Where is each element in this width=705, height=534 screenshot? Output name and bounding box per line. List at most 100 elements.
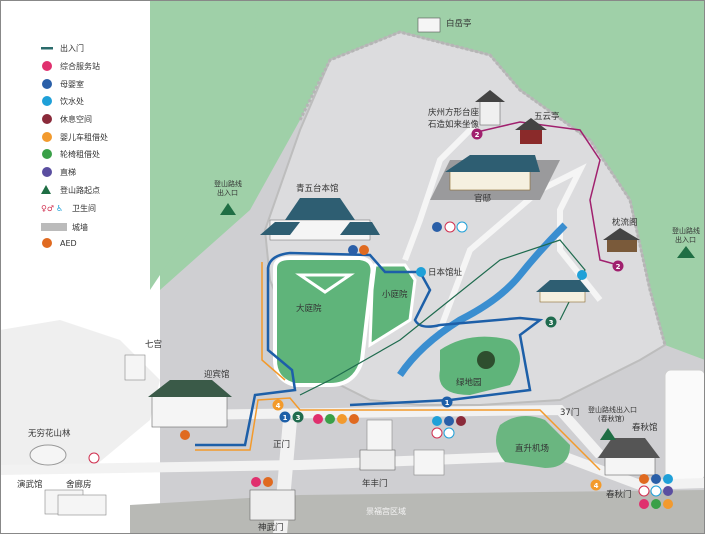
svg-text:4: 4 bbox=[276, 402, 281, 410]
label-heliport: 直升机场 bbox=[515, 443, 549, 454]
stroller-icon[interactable] bbox=[663, 499, 673, 509]
restroom-icon[interactable] bbox=[444, 221, 456, 233]
water-fountain-icon[interactable] bbox=[432, 416, 442, 426]
route-marker-2[interactable]: 2 bbox=[612, 260, 624, 272]
nursing-room-icon[interactable] bbox=[444, 416, 454, 426]
label-trail-left-1: 登山路线 bbox=[214, 179, 242, 188]
chimnyugak-pavilion[interactable] bbox=[603, 228, 640, 252]
label-trail-chunchu-1: 登山路线出入口 bbox=[588, 405, 637, 414]
info-icon[interactable] bbox=[313, 414, 323, 424]
restroom-icon[interactable] bbox=[638, 485, 650, 497]
aed-icon[interactable] bbox=[180, 430, 190, 440]
sinmu-gate-building[interactable] bbox=[249, 489, 296, 521]
trailhead-icon[interactable] bbox=[220, 203, 236, 215]
label-gyeongbok-area: 景福宫区域 bbox=[366, 506, 406, 516]
svg-text:4: 4 bbox=[594, 482, 599, 490]
chilgung-building bbox=[124, 354, 146, 381]
aed-icon[interactable] bbox=[639, 474, 649, 484]
svg-text:3: 3 bbox=[549, 319, 554, 327]
trailhead-icon[interactable] bbox=[600, 428, 616, 440]
white-block-right bbox=[664, 369, 705, 481]
tree-icon bbox=[477, 351, 495, 369]
route-marker-3[interactable]: 3 bbox=[545, 316, 557, 328]
main-building[interactable] bbox=[260, 198, 380, 241]
route-marker-1[interactable]: 1 bbox=[441, 396, 453, 408]
accessible-restroom-icon[interactable] bbox=[650, 485, 662, 497]
rest-area-icon bbox=[42, 114, 52, 124]
label-chunchu-gate: 春秋门 bbox=[606, 489, 632, 500]
mugunghwa-circle bbox=[29, 444, 67, 466]
legend-label: 登山路起点 bbox=[60, 185, 100, 195]
route-marker-4[interactable]: 4 bbox=[590, 479, 602, 491]
aed-icon[interactable] bbox=[263, 477, 273, 487]
label-main-building: 青五台本馆 bbox=[296, 183, 339, 194]
label-green-park: 绿地园 bbox=[456, 377, 482, 388]
road-residence bbox=[402, 122, 478, 262]
rest-area-icon[interactable] bbox=[456, 416, 466, 426]
info-icon[interactable] bbox=[251, 477, 261, 487]
elevator-icon[interactable] bbox=[663, 486, 673, 496]
route-marker-2[interactable]: 2 bbox=[471, 128, 483, 140]
legend-label: 母婴室 bbox=[60, 79, 84, 89]
lawn-marking bbox=[295, 273, 355, 294]
accessible-restroom-icon[interactable] bbox=[456, 221, 468, 233]
wheelchair-icon[interactable] bbox=[325, 414, 335, 424]
label-trail-chunchu-2: (春秋馆) bbox=[598, 414, 625, 423]
route-3-path bbox=[299, 239, 586, 396]
trailhead-icon[interactable] bbox=[677, 246, 695, 258]
route-marker-3[interactable]: 3 bbox=[292, 411, 304, 423]
stream bbox=[397, 222, 568, 377]
nursing-room-icon[interactable] bbox=[432, 222, 442, 232]
label-buddha-line1: 庆州方形台座 bbox=[428, 107, 480, 118]
legend-label: 婴儿车租借处 bbox=[60, 132, 108, 142]
sarangchae-building bbox=[57, 494, 107, 516]
building-block bbox=[366, 419, 393, 451]
svg-text:2: 2 bbox=[616, 263, 621, 271]
ounjeong-pavilion[interactable] bbox=[515, 118, 547, 144]
white-area bbox=[0, 320, 160, 470]
legend-label: 饮水处 bbox=[60, 96, 84, 106]
accessible-restroom-icon[interactable] bbox=[443, 427, 455, 439]
trailhead-icon bbox=[41, 185, 51, 194]
aed-icon bbox=[42, 238, 52, 248]
residence-building[interactable] bbox=[430, 155, 560, 200]
road-mountain bbox=[437, 163, 603, 332]
label-main-gate: 正门 bbox=[273, 439, 290, 450]
label-trail-right-2: 出入口 bbox=[675, 235, 696, 244]
label-mugunghwa-forest: 无穷花山林 bbox=[28, 428, 71, 439]
route-marker-4[interactable]: 4 bbox=[272, 399, 284, 411]
restroom-icon[interactable] bbox=[431, 427, 443, 439]
label-main-garden: 大庭院 bbox=[296, 303, 322, 314]
label-ounjeong: 五云亭 bbox=[534, 111, 560, 122]
stroller-icon[interactable] bbox=[337, 414, 347, 424]
road-middle bbox=[179, 404, 604, 459]
label-baekakjeong: 白岳亭 bbox=[446, 18, 472, 29]
baekakjeong-pavilion[interactable] bbox=[417, 17, 441, 33]
chunchugwan-building[interactable] bbox=[598, 438, 660, 476]
route-marker-1[interactable]: 1 bbox=[279, 411, 291, 423]
label-chilgung: 七宫 bbox=[145, 339, 162, 350]
nursing-room-icon[interactable] bbox=[348, 245, 358, 255]
mountain-left bbox=[150, 0, 260, 290]
aed-icon[interactable] bbox=[359, 245, 369, 255]
label-residence: 官邸 bbox=[474, 193, 492, 204]
restroom-icon[interactable] bbox=[88, 452, 100, 464]
label-sarangchae: 舍廊房 bbox=[66, 479, 92, 490]
entrance-line-icon bbox=[41, 47, 53, 50]
label-gate37: 37门 bbox=[560, 407, 579, 418]
accessible-restroom-icon: ♿ bbox=[56, 204, 63, 213]
water-fountain-icon[interactable] bbox=[663, 474, 673, 484]
water-fountain-icon[interactable] bbox=[577, 270, 587, 280]
wheelchair-icon[interactable] bbox=[651, 499, 661, 509]
yeonpung-gate-building[interactable] bbox=[359, 449, 396, 471]
annex-building[interactable] bbox=[536, 280, 590, 303]
guest-house-building[interactable] bbox=[148, 380, 232, 428]
water-fountain-icon[interactable] bbox=[416, 267, 426, 277]
aed-icon[interactable] bbox=[349, 414, 359, 424]
legend-label: 综合服务站 bbox=[60, 61, 100, 71]
label-chunchugwan: 春秋馆 bbox=[632, 422, 658, 433]
info-icon[interactable] bbox=[639, 499, 649, 509]
label-trail-right-1: 登山路线 bbox=[672, 226, 700, 235]
buddha-shrine[interactable] bbox=[475, 90, 505, 126]
nursing-room-icon[interactable] bbox=[651, 474, 661, 484]
